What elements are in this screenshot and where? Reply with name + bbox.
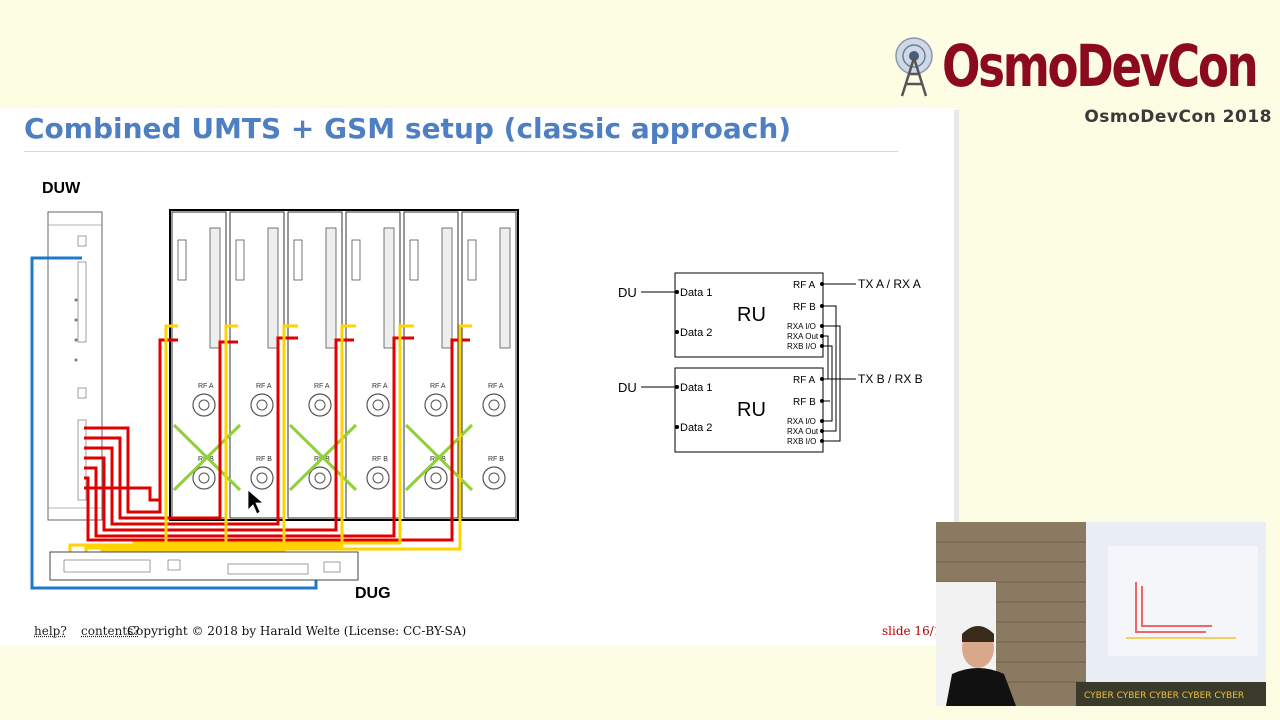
ru-module-6: RF A RF B	[461, 211, 517, 519]
ru-top-label: RU	[737, 304, 766, 326]
ru1-rfa: RF A	[198, 383, 214, 390]
du-bottom-label: DU	[618, 380, 637, 395]
slide-footer: help? contents? Copyright © 2018 by Hara…	[0, 622, 956, 642]
blue-cable	[30, 256, 318, 590]
ru-bottom-rfa: RF A	[793, 375, 816, 386]
antenna-tower-icon	[895, 37, 933, 97]
conference-name: OsmoDevCon 2018	[1084, 107, 1272, 127]
tx-a-rx-a-label: TX A / RX A	[858, 277, 921, 291]
slide-title: Combined UMTS + GSM setup (classic appro…	[24, 112, 792, 145]
slide-edge	[954, 110, 959, 522]
cross-cables	[172, 423, 474, 492]
red-cables	[84, 336, 470, 542]
ru-module-4: RF A RF B	[345, 211, 401, 519]
ru4-rfb: RF B	[372, 456, 388, 463]
ru-top-data2: Data 2	[680, 327, 712, 339]
ru2-rfb: RF B	[256, 456, 272, 463]
ru-top-rxa-out: RXA Out	[787, 332, 819, 341]
ru-module-5: RF A RF B	[403, 211, 459, 519]
ru-top-rfb: RF B	[793, 302, 816, 313]
yellow-cables	[68, 324, 472, 560]
ru-module-3: RF A RF B	[287, 211, 343, 519]
ru-bottom-data2: Data 2	[680, 422, 712, 434]
duw-label: DUW	[42, 180, 81, 197]
ru-top-rfa: RF A	[793, 280, 816, 291]
dug-unit	[49, 551, 359, 581]
slide-number: slide 16/1(	[882, 624, 947, 638]
copyright-text: Copyright © 2018 by Harald Welte (Licens…	[127, 624, 467, 638]
du-top-label: DU	[618, 285, 637, 300]
ru-block-diagram: RU DU Data 1 Data 2 RF A RF B RXA I/O RX…	[618, 272, 923, 453]
title-divider	[24, 151, 898, 152]
help-link[interactable]: help?	[34, 624, 67, 638]
ru6-rfb: RF B	[488, 456, 504, 463]
logo-text: OsmoDevCon	[942, 32, 1259, 100]
slide: Combined UMTS + GSM setup (classic appro…	[0, 108, 956, 646]
mouse-cursor	[247, 489, 265, 515]
ru5-rfa: RF A	[430, 383, 446, 390]
svg-text:CYBER CYBER CYBER CYBER CYBER: CYBER CYBER CYBER CYBER CYBER	[1084, 691, 1244, 701]
ru-top-rxa-io: RXA I/O	[787, 322, 816, 331]
ru-module-2: RF A RF B	[229, 211, 285, 519]
ru-bottom-rxa-out: RXA Out	[787, 427, 819, 436]
osmodevcon-logo: OsmoDevCon	[886, 32, 1259, 106]
tx-b-rx-b-label: TX B / RX B	[858, 372, 923, 386]
ru4-rfa: RF A	[372, 383, 388, 390]
ru-top-data1: Data 1	[680, 287, 712, 299]
contents-link[interactable]: contents?	[81, 624, 140, 638]
ru6-rfa: RF A	[488, 383, 504, 390]
ru-bottom-rxb-io: RXB I/O	[787, 437, 816, 446]
ru-bottom-label: RU	[737, 399, 766, 421]
dug-label: DUG	[355, 585, 391, 602]
ru-module-1: RF A RF B	[171, 211, 227, 519]
speaker-video-frame: CYBER CYBER CYBER CYBER CYBER	[936, 522, 1266, 706]
ru-top-rxb-io: RXB I/O	[787, 342, 816, 351]
ru3-rfa: RF A	[314, 383, 330, 390]
ru2-rfa: RF A	[256, 383, 272, 390]
ru-bottom-data1: Data 1	[680, 382, 712, 394]
ru-bottom-rxa-io: RXA I/O	[787, 417, 816, 426]
diagram: DUW RF A RF B	[30, 180, 923, 602]
speaker-video: CYBER CYBER CYBER CYBER CYBER	[936, 522, 1266, 706]
ru-bottom-rfb: RF B	[793, 397, 816, 408]
